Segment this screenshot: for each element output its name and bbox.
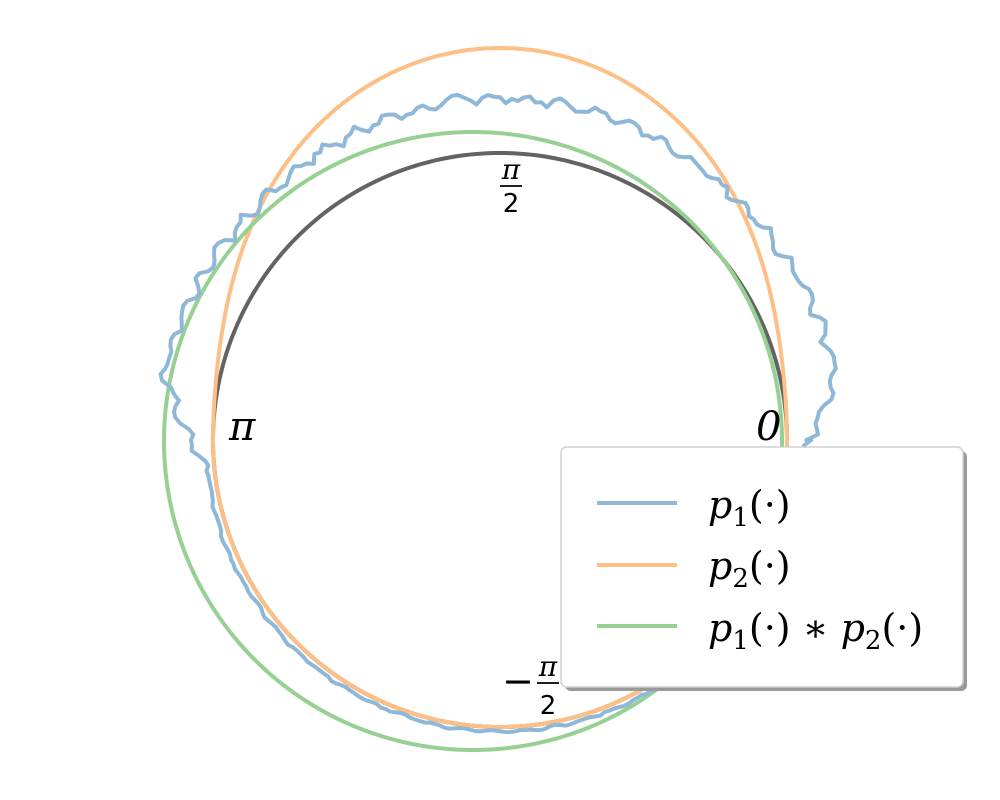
legend-label-p2: p2(·) [708,544,791,594]
legend-label-p1: p1(·) [708,483,791,533]
angle-label-pi-over-2-denominator: 2 [503,189,520,219]
legend: p1(·) p2(·) p1(·) ∗ p2(·) [560,446,967,691]
angle-label-pi-over-2-numerator: π [501,153,521,186]
legend-label-convolution: p1(·) ∗ p2(·) [708,606,923,656]
series-line-convolution [162,130,784,752]
angle-label-minus-sign: − [502,659,534,703]
angle-label-zero: 0 [756,404,781,450]
angle-label-minus-pi-over-2-denominator: 2 [540,691,557,721]
angle-label-minus-pi-over-2: − π 2 [502,650,559,721]
angle-label-pi-over-2: π 2 [500,153,522,219]
angle-label-pi: π [228,404,256,450]
angle-label-minus-pi-over-2-numerator: π [538,650,558,683]
series-line-p1 [158,92,838,735]
